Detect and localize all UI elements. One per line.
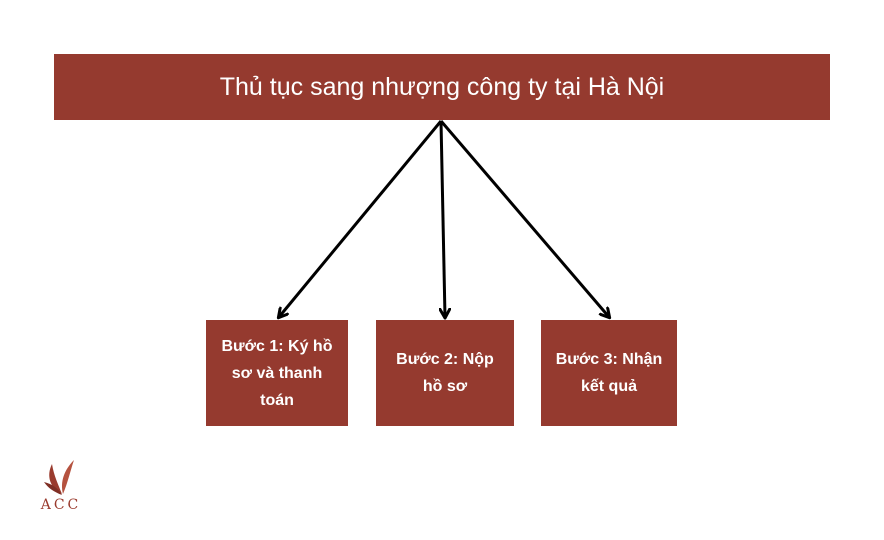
logo-text: ACC <box>40 497 82 513</box>
step-2-box: Bước 2: Nộp hồ sơ <box>376 320 514 426</box>
step-3-label: Bước 3: Nhận kết quả <box>555 351 663 395</box>
step-1-box: Bước 1: Ký hồ sơ và thanh toán <box>206 320 348 426</box>
acc-logo-icon <box>44 460 74 495</box>
diagram-title: Thủ tục sang nhượng công ty tại Hà Nội <box>219 72 665 101</box>
arrow-to-step-1 <box>279 120 443 317</box>
step-3-box: Bước 3: Nhận kết quả <box>541 320 677 426</box>
diagram-title-box: Thủ tục sang nhượng công ty tại Hà Nội <box>54 54 830 120</box>
step-1-label: Bước 1: Ký hồ sơ và thanh toán <box>221 337 333 409</box>
step-2-label: Bước 2: Nộp hồ sơ <box>396 351 494 395</box>
arrow-to-step-2 <box>441 120 445 317</box>
arrow-to-step-3 <box>439 120 609 317</box>
